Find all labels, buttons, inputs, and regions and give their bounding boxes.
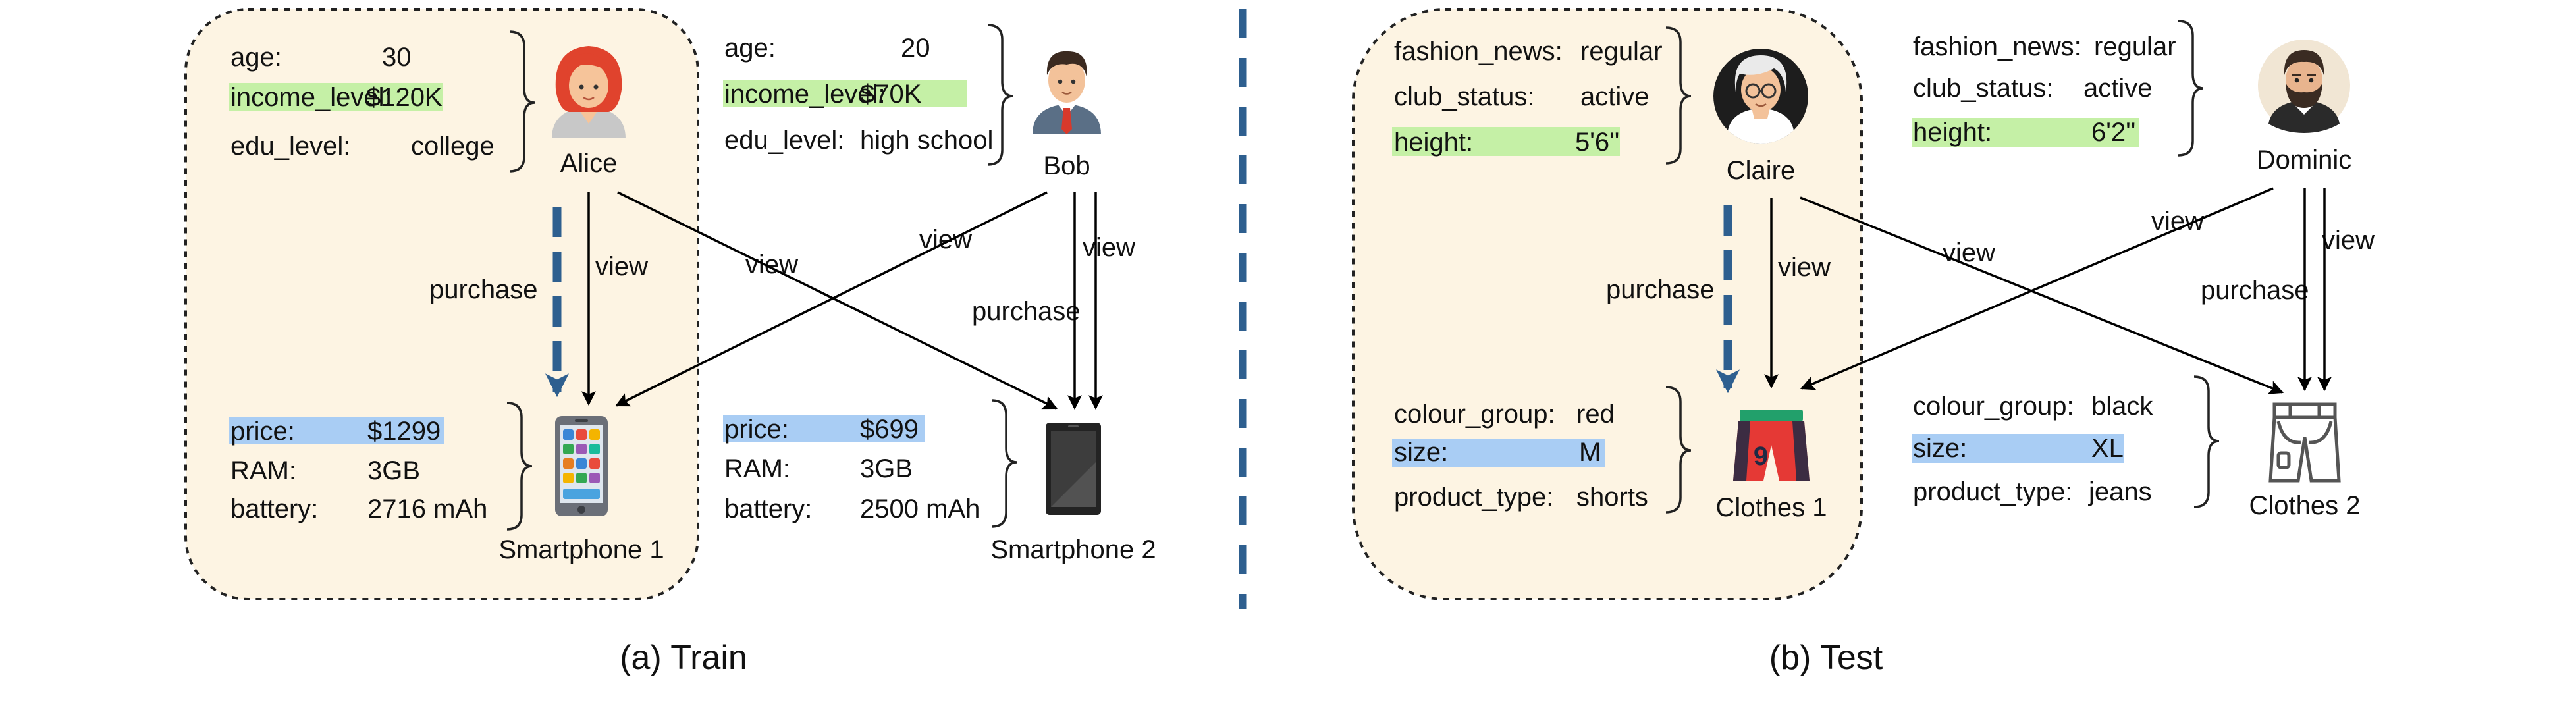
smartphone2-ram-key: RAM: — [724, 454, 790, 483]
smartphone2-price-value: $699 — [860, 415, 919, 444]
train-bob-view1-label: view — [919, 225, 972, 254]
test-dominic-purchase-label: purchase — [2201, 276, 2309, 305]
alice-age-key: age: — [230, 43, 282, 72]
clothes1-type-value: shorts — [1576, 483, 1648, 512]
smartphone2-battery-key: battery: — [724, 494, 812, 523]
alice-age-value: 30 — [382, 43, 412, 72]
bob-edu-value: high school — [860, 126, 993, 155]
claire-view-clothes2-edge — [1800, 196, 2284, 394]
smartphone2-ram-value: 3GB — [860, 454, 913, 483]
dominic-height-value: 6'2'' — [2091, 118, 2135, 147]
clothes1-name: Clothes 1 — [1716, 493, 1827, 522]
train-alice-view1-label: view — [595, 252, 648, 281]
clothes1-size-highlight — [1392, 439, 1605, 467]
test-claire-view2-label: view — [1943, 238, 1995, 267]
smartphone2-price-key: price: — [724, 415, 789, 444]
claire-height-highlight — [1392, 127, 1620, 156]
clothes2-colour-value: black — [2091, 392, 2153, 421]
claire-attr-brace — [1665, 26, 1692, 165]
clothes2-name: Clothes 2 — [2249, 491, 2361, 520]
claire-club-key: club_status: — [1394, 82, 1534, 111]
clothes2-type-value: jeans — [2088, 477, 2152, 506]
dominic-height-key: height: — [1913, 118, 1992, 147]
claire-fashion-value: regular — [1580, 37, 1663, 66]
train-alice-purchase-label: purchase — [429, 275, 538, 304]
clothes2-type-key: product_type: — [1913, 477, 2072, 506]
smartphone2-attr-brace — [991, 399, 1017, 528]
alice-income-highlight — [229, 83, 443, 111]
dominic-club-value: active — [2083, 74, 2153, 103]
smartphone-color-icon — [555, 416, 608, 516]
dominic-fashion-key: fashion_news: — [1913, 32, 2081, 61]
businessman-avatar-icon — [1033, 51, 1101, 134]
bearded-man-avatar-icon — [2258, 40, 2350, 133]
bob-income-highlight — [723, 80, 967, 107]
clothes1-size-value: M — [1579, 438, 1601, 467]
clothes2-size-highlight — [1912, 434, 2124, 463]
bob-view-smartphone1-edge — [615, 191, 1048, 407]
test-claire-view1-label: view — [1778, 253, 1831, 282]
dominic-view-clothes1-edge — [1800, 187, 2274, 390]
test-caption: (b) Test — [1769, 639, 1883, 677]
smartphone1-price-key: price: — [230, 417, 295, 446]
bob-name: Bob — [1043, 151, 1090, 180]
smartphone2-price-highlight — [723, 415, 925, 442]
train-bob-view2-label: view — [1083, 233, 1135, 262]
alice-edu-key: edu_level: — [230, 132, 350, 161]
clothes2-attr-brace — [2193, 375, 2220, 508]
clothes2-colour-key: colour_group: — [1913, 392, 2074, 421]
bob-age-key: age: — [724, 34, 776, 63]
claire-height-key: height: — [1394, 128, 1473, 157]
alice-income-value: $120K — [366, 83, 443, 112]
bob-income-key: income_level: — [724, 80, 886, 109]
woman-avatar-icon — [552, 46, 626, 138]
bob-income-value: $70K — [860, 80, 922, 109]
test-dominic-view2-label: view — [2322, 226, 2375, 255]
smartphone1-battery-key: battery: — [230, 494, 318, 523]
claire-height-value: 5'6'' — [1575, 128, 1619, 157]
dominic-attr-brace — [2178, 20, 2204, 157]
smartphone1-name: Smartphone 1 — [498, 535, 664, 564]
clothes2-size-key: size: — [1913, 434, 1967, 463]
dominic-name: Dominic — [2257, 146, 2351, 174]
smartphone-dark-icon — [1046, 423, 1101, 515]
smartphone1-price-value: $1299 — [367, 417, 441, 446]
train-alice-view2-label: view — [745, 250, 798, 279]
dominic-club-key: club_status: — [1913, 74, 2053, 103]
alice-income-key: income_level: — [230, 83, 392, 112]
claire-fashion-key: fashion_news: — [1394, 37, 1563, 66]
smartphone1-attr-brace — [506, 402, 533, 531]
smartphone1-price-highlight — [229, 417, 444, 444]
bob-age-value: 20 — [901, 34, 930, 63]
svg-text:9: 9 — [1754, 442, 1768, 471]
clothes1-colour-value: red — [1576, 400, 1615, 429]
train-caption: (a) Train — [620, 639, 747, 677]
clothes1-type-key: product_type: — [1394, 483, 1553, 512]
claire-name: Claire — [1727, 156, 1795, 185]
clothes1-size-key: size: — [1394, 438, 1448, 467]
smartphone1-battery-value: 2716 mAh — [367, 494, 487, 523]
train-bob-purchase-label: purchase — [972, 297, 1081, 326]
smartphone1-ram-key: RAM: — [230, 456, 296, 485]
smartphone1-ram-value: 3GB — [367, 456, 420, 485]
bob-edu-key: edu_level: — [724, 126, 844, 155]
alice-attr-brace — [509, 30, 535, 173]
dominic-fashion-value: regular — [2094, 32, 2176, 61]
smartphone2-name: Smartphone 2 — [990, 535, 1156, 564]
alice-view-smartphone2-edge — [617, 191, 1058, 410]
dominic-height-highlight — [1912, 118, 2139, 147]
clothes2-size-value: XL — [2091, 434, 2124, 463]
alice-name: Alice — [560, 149, 618, 178]
jeans-icon — [2268, 402, 2341, 483]
test-claire-purchase-label: purchase — [1606, 275, 1715, 304]
clothes1-attr-brace — [1665, 386, 1692, 514]
bob-attr-brace — [987, 24, 1013, 166]
shorts-icon: 9 — [1733, 410, 1810, 481]
claire-club-value: active — [1580, 82, 1650, 111]
clothes1-colour-key: colour_group: — [1394, 400, 1555, 429]
elderly-woman-avatar-icon — [1713, 49, 1808, 144]
smartphone2-battery-value: 2500 mAh — [860, 494, 980, 523]
alice-edu-value: college — [411, 132, 495, 161]
